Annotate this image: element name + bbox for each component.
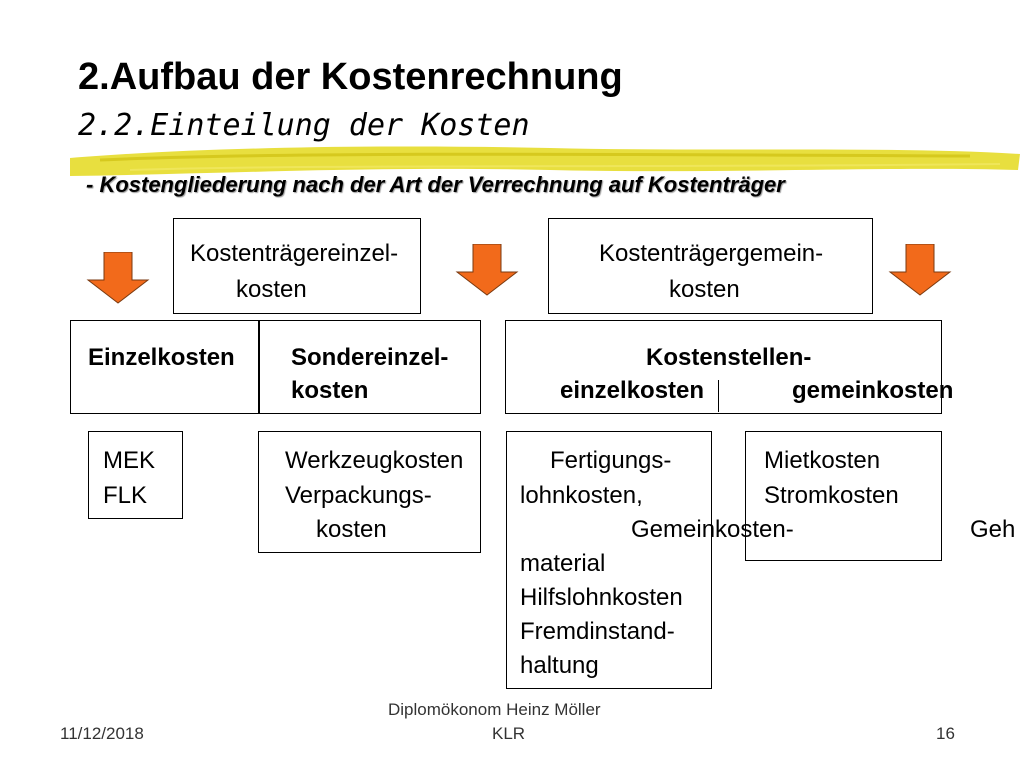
kostentraegereinzelkosten-line2: kosten — [236, 276, 307, 303]
kostentraegergemeinkosten-line2: kosten — [669, 276, 740, 303]
example-verpackungskosten-line2: kosten — [316, 516, 387, 543]
highlighter-stroke — [70, 146, 1020, 176]
example-flk: FLK — [103, 482, 148, 509]
example-stromkosten: Stromkosten — [764, 482, 899, 509]
example-werkzeugkosten: Werkzeugkosten — [285, 447, 464, 474]
kostentraegergemeinkosten-line1: Kostenträgergemein- — [599, 240, 824, 267]
footer-course: KLR — [492, 724, 526, 743]
kostenstellengemeinkosten-label: gemeinkosten — [792, 377, 954, 404]
footer-date: 11/12/2018 — [60, 724, 144, 743]
box-kostentraegergemeinkosten — [548, 218, 873, 314]
kostenstellen-label: Kostenstellen- — [646, 344, 812, 371]
slide-subtitle: 2.2.Einteilung der Kosten — [78, 108, 530, 143]
kostenstelleneinzelkosten-label: einzelkosten — [560, 377, 705, 404]
example-fertigungslohnkosten-line2: lohnkosten, — [520, 482, 643, 509]
box-examples-einzelkosten — [88, 431, 183, 519]
example-fremdinstandhaltung-line2: haltung — [520, 652, 599, 679]
kostenstellen-divider — [718, 380, 719, 412]
down-arrow-icon — [888, 244, 952, 296]
box-kostentraegereinzelkosten — [173, 218, 421, 314]
kostentraegereinzelkosten-line1: Kostenträgereinzel- — [190, 240, 399, 267]
box-einzelkosten — [70, 320, 260, 414]
box-examples-kostenstellengemeinkosten — [745, 431, 942, 561]
slide-title: 2.Aufbau der Kostenrechnung — [78, 56, 623, 98]
box-sondereinzelkosten — [258, 320, 481, 414]
down-arrow-icon — [455, 244, 519, 296]
sondereinzelkosten-line1: Sondereinzel- — [291, 344, 449, 371]
down-arrow-icon — [86, 252, 150, 304]
example-gemeinkosten: Gemeinkosten- — [631, 516, 794, 543]
einzelkosten-label: Einzelkosten — [88, 344, 235, 371]
footer-author: Diplomökonom Heinz Möller — [388, 700, 601, 719]
sondereinzelkosten-line2: kosten — [291, 377, 369, 404]
example-verpackungskosten-line1: Verpackungs- — [285, 482, 432, 509]
example-hilfslohnkosten: Hilfslohnkosten — [520, 584, 683, 611]
example-mek: MEK — [103, 447, 156, 474]
example-fertigungslohnkosten-line1: Fertigungs- — [550, 447, 672, 474]
box-kostenstellen — [505, 320, 942, 414]
example-material: material — [520, 550, 606, 577]
example-fremdinstandhaltung-line1: Fremdinstand- — [520, 618, 675, 645]
box-examples-sondereinzelkosten — [258, 431, 481, 553]
slide-subheading: - Kostengliederung nach der Art der Verr… — [86, 172, 785, 197]
example-mietkosten: Mietkosten — [764, 447, 881, 474]
footer-page-number: 16 — [936, 724, 955, 743]
box-examples-kostenstelleneinzelkosten — [506, 431, 712, 689]
example-geh-truncated: Geh — [970, 516, 1016, 543]
